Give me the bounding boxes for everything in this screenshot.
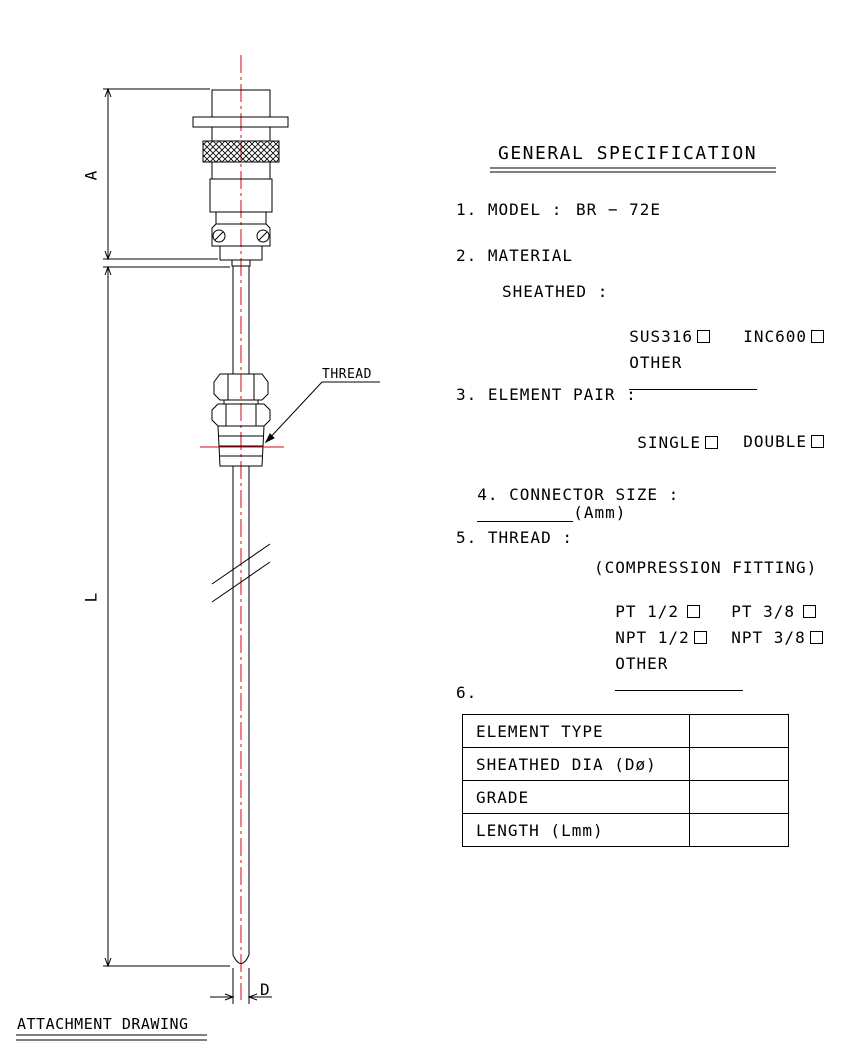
- dim-d-label: D: [260, 980, 271, 999]
- double-label: DOUBLE: [743, 432, 808, 451]
- npt38-label: NPT 3/8: [731, 628, 806, 647]
- dimension-a: [103, 87, 218, 261]
- table-number: 6.: [456, 683, 478, 702]
- table-row-value-cell[interactable]: [689, 780, 789, 814]
- connector-size-label: 4. CONNECTOR SIZE :: [477, 485, 680, 504]
- element-pair-double[interactable]: DOUBLE: [722, 415, 825, 451]
- thread-option-npt38[interactable]: NPT 3/8: [710, 611, 823, 647]
- spec-title: GENERAL SPECIFICATION: [498, 143, 758, 164]
- dim-a-label: A: [81, 169, 101, 181]
- table-row-label: SHEATHED DIA (Dø): [462, 747, 690, 781]
- connector-size-unit: (Amm): [573, 503, 627, 522]
- connector-head: [192, 89, 289, 267]
- sus316-checkbox[interactable]: [697, 330, 711, 343]
- thread-other-label: OTHER: [615, 654, 669, 673]
- thread-label: THREAD: [322, 367, 372, 382]
- single-label: SINGLE: [637, 433, 702, 452]
- npt12-checkbox[interactable]: [693, 631, 707, 644]
- material-option-sus316-label: SUS316: [629, 327, 694, 346]
- table-row-label: LENGTH (Lmm): [462, 813, 690, 847]
- drawing-caption: ATTACHMENT DRAWING: [17, 1015, 189, 1033]
- connector-size-field[interactable]: [477, 505, 574, 522]
- table-row-value-cell[interactable]: [689, 747, 789, 781]
- double-checkbox[interactable]: [811, 435, 825, 448]
- dim-l-label: L: [81, 591, 101, 603]
- thread-option-npt12[interactable]: NPT 1/2: [594, 611, 707, 647]
- npt12-label: NPT 1/2: [615, 628, 690, 647]
- pt12-label: PT 1/2: [615, 602, 680, 621]
- thread-option-pt12[interactable]: PT 1/2: [594, 585, 701, 621]
- material-other-label: OTHER: [629, 353, 683, 372]
- thread-leader: [264, 381, 380, 444]
- table-row: SHEATHED DIA (Dø): [462, 747, 789, 781]
- material-other[interactable]: OTHER: [608, 336, 758, 390]
- npt38-checkbox[interactable]: [809, 631, 823, 644]
- model-label: 1. MODEL :: [456, 200, 563, 219]
- element-pair-single[interactable]: SINGLE: [616, 416, 719, 452]
- sheath-tube: [232, 266, 250, 964]
- table-row: ELEMENT TYPE: [462, 714, 789, 748]
- table-row: LENGTH (Lmm): [462, 813, 789, 847]
- sheathed-label: SHEATHED :: [502, 282, 609, 301]
- table-row-value-cell[interactable]: [689, 813, 789, 847]
- dimension-d: [210, 968, 272, 1004]
- connector-size[interactable]: 4. CONNECTOR SIZE : (Amm): [456, 468, 679, 522]
- break-marks: [211, 543, 271, 603]
- material-other-field[interactable]: [629, 373, 758, 390]
- pt38-label: PT 3/8: [731, 602, 796, 621]
- thread-option-pt38[interactable]: PT 3/8: [710, 585, 817, 621]
- dimension-l: [103, 265, 230, 968]
- table-row-label: ELEMENT TYPE: [462, 714, 690, 748]
- thread-other[interactable]: OTHER: [594, 637, 744, 691]
- element-pair-label: 3. ELEMENT PAIR :: [456, 385, 637, 404]
- material-option-inc600-label: INC600: [743, 327, 808, 346]
- spec-table: ELEMENT TYPE SHEATHED DIA (Dø) GRADE LEN…: [462, 714, 789, 847]
- table-row: GRADE: [462, 780, 789, 814]
- pt12-checkbox[interactable]: [687, 605, 701, 618]
- model-value: BR − 72E: [576, 200, 662, 219]
- thread-other-field[interactable]: [615, 674, 744, 691]
- material-label: 2. MATERIAL: [456, 246, 573, 265]
- table-row-label: GRADE: [462, 780, 690, 814]
- table-row-value-cell[interactable]: [689, 714, 789, 748]
- pt38-checkbox[interactable]: [803, 605, 817, 618]
- material-option-sus316[interactable]: SUS316: [608, 310, 711, 346]
- single-checkbox[interactable]: [705, 436, 719, 449]
- material-option-inc600[interactable]: INC600: [722, 310, 825, 346]
- inc600-checkbox[interactable]: [811, 330, 825, 343]
- thread-note: (COMPRESSION FITTING): [594, 558, 818, 577]
- compression-fitting: [211, 373, 271, 467]
- thread-spec-label: 5. THREAD :: [456, 528, 573, 547]
